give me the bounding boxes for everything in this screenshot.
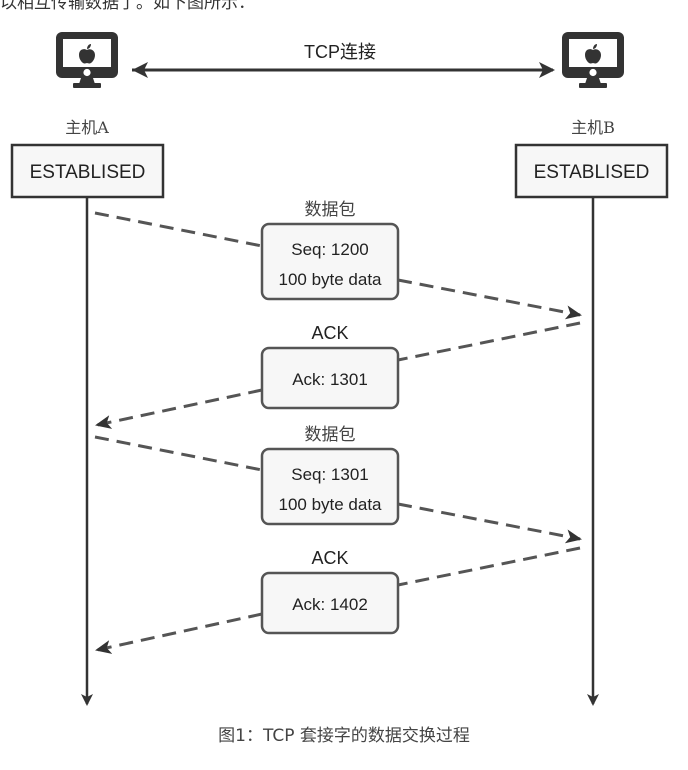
tcp-connection-label: TCP连接: [304, 42, 376, 62]
host-a-state: ESTABLISED: [30, 162, 146, 183]
message-2-ack-number: Ack: 1301: [292, 370, 368, 389]
message-3-box: [260, 447, 400, 526]
message-3-seq: Seq: 1301: [291, 465, 369, 484]
message-3-dashed-out: [397, 502, 582, 544]
tcp-right-arrowhead-icon: [539, 62, 555, 78]
message-3-dashed-in: [94, 435, 263, 472]
message-3-title: 数据包: [305, 425, 356, 445]
message-2-dashed-in: [397, 321, 581, 362]
message-3-payload: 100 byte data: [278, 495, 382, 514]
host-b-state-box: [514, 143, 669, 199]
message-3-data-packet: 数据包 Seq: 1301 100 byte data: [94, 425, 582, 544]
message-2-title: ACK: [311, 323, 348, 343]
message-4-ack-number: Ack: 1402: [292, 595, 368, 614]
message-4-ack: ACK Ack: 1402: [95, 546, 581, 654]
host-b-state: ESTABLISED: [534, 162, 650, 183]
message-1-dashed-out: [397, 278, 582, 320]
host-b: 主机B ESTABLISED: [514, 32, 669, 706]
host-b-computer-icon: [562, 32, 624, 88]
host-a: 主机A ESTABLISED: [10, 32, 165, 706]
message-1-data-packet: 数据包 Seq: 1200 100 byte data: [94, 200, 582, 320]
tcp-connection: TCP连接: [132, 42, 555, 78]
message-1-title: 数据包: [305, 200, 356, 220]
tcp-left-arrowhead-icon: [132, 62, 148, 78]
message-1-seq: Seq: 1200: [291, 240, 369, 259]
host-a-label: 主机A: [65, 118, 109, 137]
message-1-payload: 100 byte data: [278, 270, 382, 289]
message-2-box: [260, 346, 400, 410]
message-4-dashed-out: [95, 612, 263, 654]
message-4-dashed-in: [397, 546, 581, 587]
intro-text: 以相互传输数据了。如下图所示：: [0, 0, 255, 13]
host-a-state-box: [10, 143, 165, 199]
message-2-dashed-out: [95, 388, 263, 429]
host-a-computer-icon: [56, 32, 118, 88]
message-1-box: [260, 222, 400, 301]
message-1-dashed-in: [94, 211, 263, 248]
message-4-box: [260, 571, 400, 635]
message-2-ack: ACK Ack: 1301: [95, 321, 581, 429]
host-b-label: 主机B: [571, 118, 615, 137]
figure-caption: 图1：TCP 套接字的数据交换过程: [218, 726, 470, 746]
message-4-title: ACK: [311, 548, 348, 568]
